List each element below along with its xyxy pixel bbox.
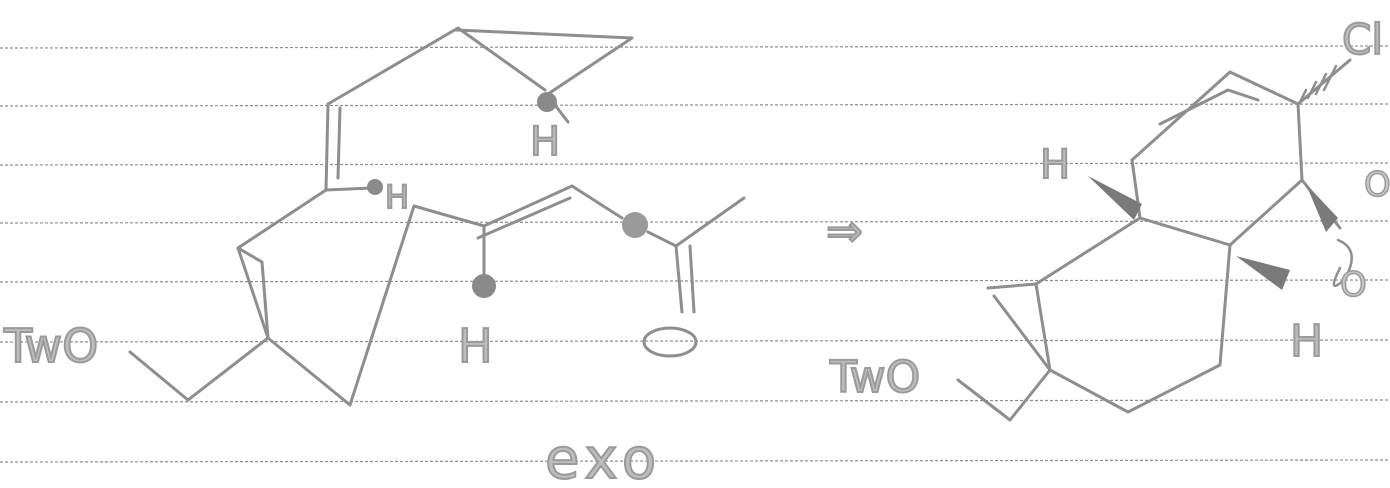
reactant-atom-dot [472,274,496,298]
rule-line [0,45,1390,49]
reactant-hydrogen-label: H [385,178,409,216]
product-wedge-bond [1306,184,1338,232]
product-wedge-bond [1088,176,1142,220]
reactant-acetate [642,196,746,358]
product-wedge-bond [1236,256,1290,290]
stereo-caption: exo [545,427,662,488]
product-hydrogen-label: H [1290,316,1323,367]
product-oxygen-label: O [1364,165,1390,205]
reaction-arrow: ⇒ [826,206,863,257]
reactant-atom-dot [367,179,383,195]
rule-line [0,279,1390,283]
rule-line [0,220,1390,224]
product-oxygen-label: O [1340,265,1367,305]
product-hashed-bond [1298,64,1338,104]
rule-line [0,399,1390,403]
product-protecting-group-label: TwO [829,352,920,403]
reactant-diene [324,184,624,240]
ruled-lines [0,45,1390,463]
reactant-atom-dot [622,212,648,238]
reactant-protecting-group-label: TwO [3,319,98,373]
rule-line [0,103,1390,107]
product-top-fragment-label: Cl [1342,15,1383,64]
product-ring-oxygen [1332,238,1353,288]
reactant-atom-dot [537,92,557,112]
reactant-upper-ring [324,26,634,192]
product-structure [956,58,1353,422]
reactant-hydrogen-label: H [458,319,493,373]
reactant-hydrogen-label: H [530,119,560,165]
rule-line [0,162,1390,166]
product-hydrogen-label: H [1040,142,1070,188]
rule-line [0,459,1390,463]
reactant-lower-ring [128,188,416,407]
reactant-structure [128,26,746,407]
